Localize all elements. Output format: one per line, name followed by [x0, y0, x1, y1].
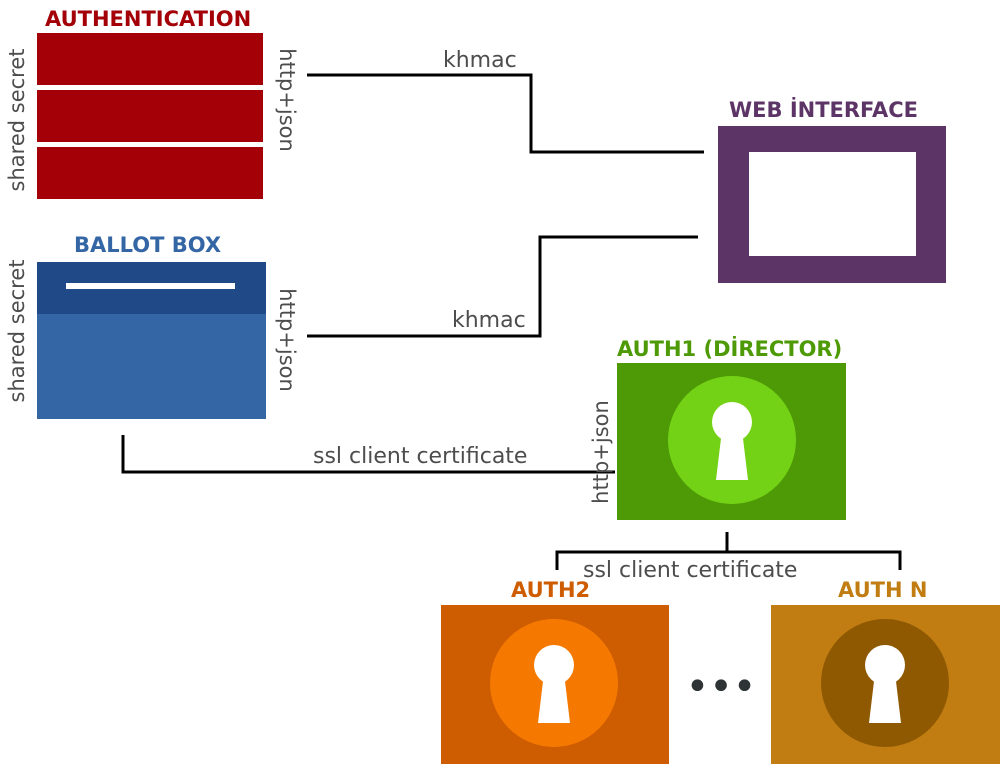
authentication-block-3 — [37, 147, 263, 199]
auth1-protocol-label: http+json — [589, 400, 613, 504]
edge-label-ballot-to-auth1: ssl client certificate — [313, 444, 527, 469]
authentication-protocol-label: http+json — [275, 48, 299, 152]
auth-n-title: AUTH N — [838, 578, 927, 602]
auth2-title: AUTH2 — [511, 578, 590, 602]
edge-auth1-to-authorities-bar — [555, 550, 902, 570]
ballot-box-side-label: shared secret — [5, 260, 29, 403]
web-interface-node: WEB İNTERFACE — [718, 97, 946, 283]
edge-label-auth1-to-authorities: ssl client certificate — [583, 558, 797, 583]
keyhole-icon — [865, 645, 905, 723]
auth2-node: AUTH2 — [441, 578, 669, 764]
authentication-node: AUTHENTICATION shared secret http+json — [5, 7, 299, 199]
auth1-node: AUTH1 (DİRECTOR) http+json — [589, 336, 846, 520]
edge-auth-to-web — [307, 73, 704, 154]
auth-n-node: AUTH N — [771, 578, 1000, 764]
edge-label-ballot-to-web: khmac — [452, 308, 526, 333]
ballot-box-slot — [66, 283, 235, 289]
connection-lines — [121, 73, 902, 570]
authentication-block-1 — [37, 33, 263, 85]
authentication-block-2 — [37, 90, 263, 142]
keyhole-icon — [712, 402, 752, 480]
authentication-side-label: shared secret — [5, 49, 29, 192]
edge-ballot-to-web — [307, 235, 698, 338]
edge-label-auth-to-web: khmac — [443, 48, 517, 73]
keyhole-icon — [534, 645, 574, 723]
ballot-box-title: BALLOT BOX — [74, 233, 221, 257]
authentication-title: AUTHENTICATION — [45, 7, 251, 31]
ballot-box-node: BALLOT BOX shared secret http+json — [5, 233, 299, 419]
web-interface-window — [749, 152, 916, 256]
ballot-box-protocol-label: http+json — [275, 288, 299, 392]
ellipsis: ••• — [686, 664, 757, 710]
auth1-title: AUTH1 (DİRECTOR) — [617, 336, 842, 361]
web-interface-title: WEB İNTERFACE — [729, 97, 918, 122]
edge-ballot-to-auth1 — [121, 435, 615, 474]
